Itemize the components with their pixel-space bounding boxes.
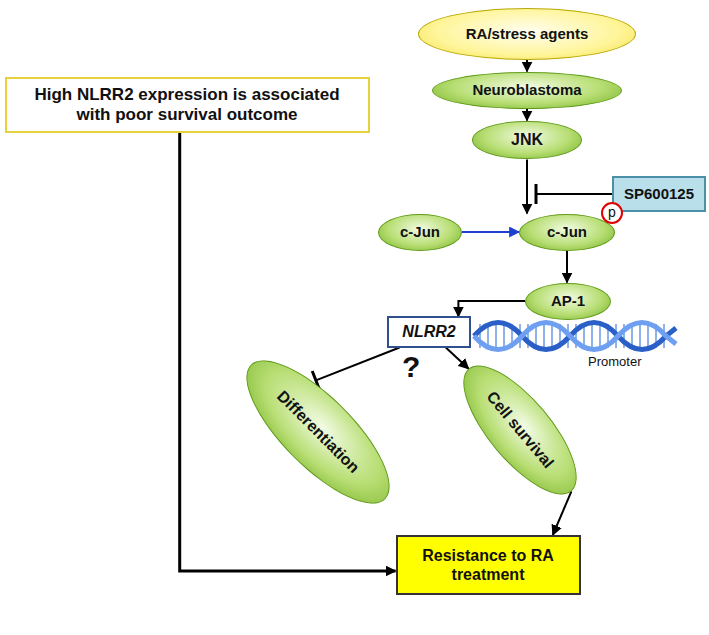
- dna-strand: [474, 323, 676, 350]
- inhibitor-box: SP600125: [612, 176, 706, 212]
- connector: [458, 301, 525, 317]
- gene-box: NLRR2: [387, 316, 471, 347]
- connector: [316, 348, 400, 381]
- node-text: SP600125: [624, 185, 694, 203]
- node-text: High NLRR2 expression is associated with…: [22, 85, 352, 126]
- node-text: Resistance to RA treatment: [413, 546, 563, 584]
- note-box: High NLRR2 expression is associated with…: [5, 77, 370, 133]
- inhibition-bar: [535, 184, 538, 204]
- kinase-ellipse: JNK: [472, 121, 582, 160]
- node-text: Cell survival: [482, 388, 557, 473]
- factor-ellipse: AP-1: [525, 283, 611, 320]
- connector: [526, 109, 528, 121]
- dna-rung: [503, 324, 505, 348]
- node-text: AP-1: [551, 292, 585, 310]
- connector: [553, 491, 572, 535]
- dna-strand: [474, 323, 676, 350]
- outcome-ellipse: Differentiation: [226, 340, 410, 524]
- outcome-ellipse: Cell survival: [445, 349, 595, 511]
- connector: [566, 251, 568, 283]
- dna-rung: [647, 324, 649, 348]
- node-text: Differentiation: [273, 387, 363, 477]
- promoter-label: Promoter: [588, 354, 641, 369]
- connector: [446, 348, 469, 369]
- phospho-mark: p: [601, 202, 623, 224]
- node-text: c-Jun: [547, 223, 587, 241]
- dna-rung: [495, 324, 497, 348]
- dna-rung: [639, 324, 641, 348]
- protein-ellipse: c-Jun: [378, 214, 462, 251]
- node-text: NLRR2: [402, 322, 455, 341]
- node-text: RA/stress agents: [466, 25, 589, 43]
- inhibition-line: [536, 193, 612, 195]
- dna-rung: [543, 324, 545, 348]
- protein-ellipse: c-Jun: [519, 214, 615, 251]
- dna-rung: [551, 324, 553, 348]
- connector: [180, 133, 396, 571]
- stimulus-ellipse: RA/stress agents: [418, 8, 636, 60]
- question-mark: ?: [402, 350, 420, 384]
- connector: [462, 231, 519, 233]
- result-box: Resistance to RA treatment: [396, 535, 581, 595]
- cell-ellipse: Neuroblastoma: [432, 72, 622, 109]
- dna-rung: [591, 324, 593, 348]
- connector: [526, 160, 528, 214]
- connector: [526, 60, 528, 72]
- node-text: Neuroblastoma: [472, 81, 581, 99]
- node-text: JNK: [511, 130, 543, 149]
- node-text: c-Jun: [400, 223, 440, 241]
- dna-rung: [599, 324, 601, 348]
